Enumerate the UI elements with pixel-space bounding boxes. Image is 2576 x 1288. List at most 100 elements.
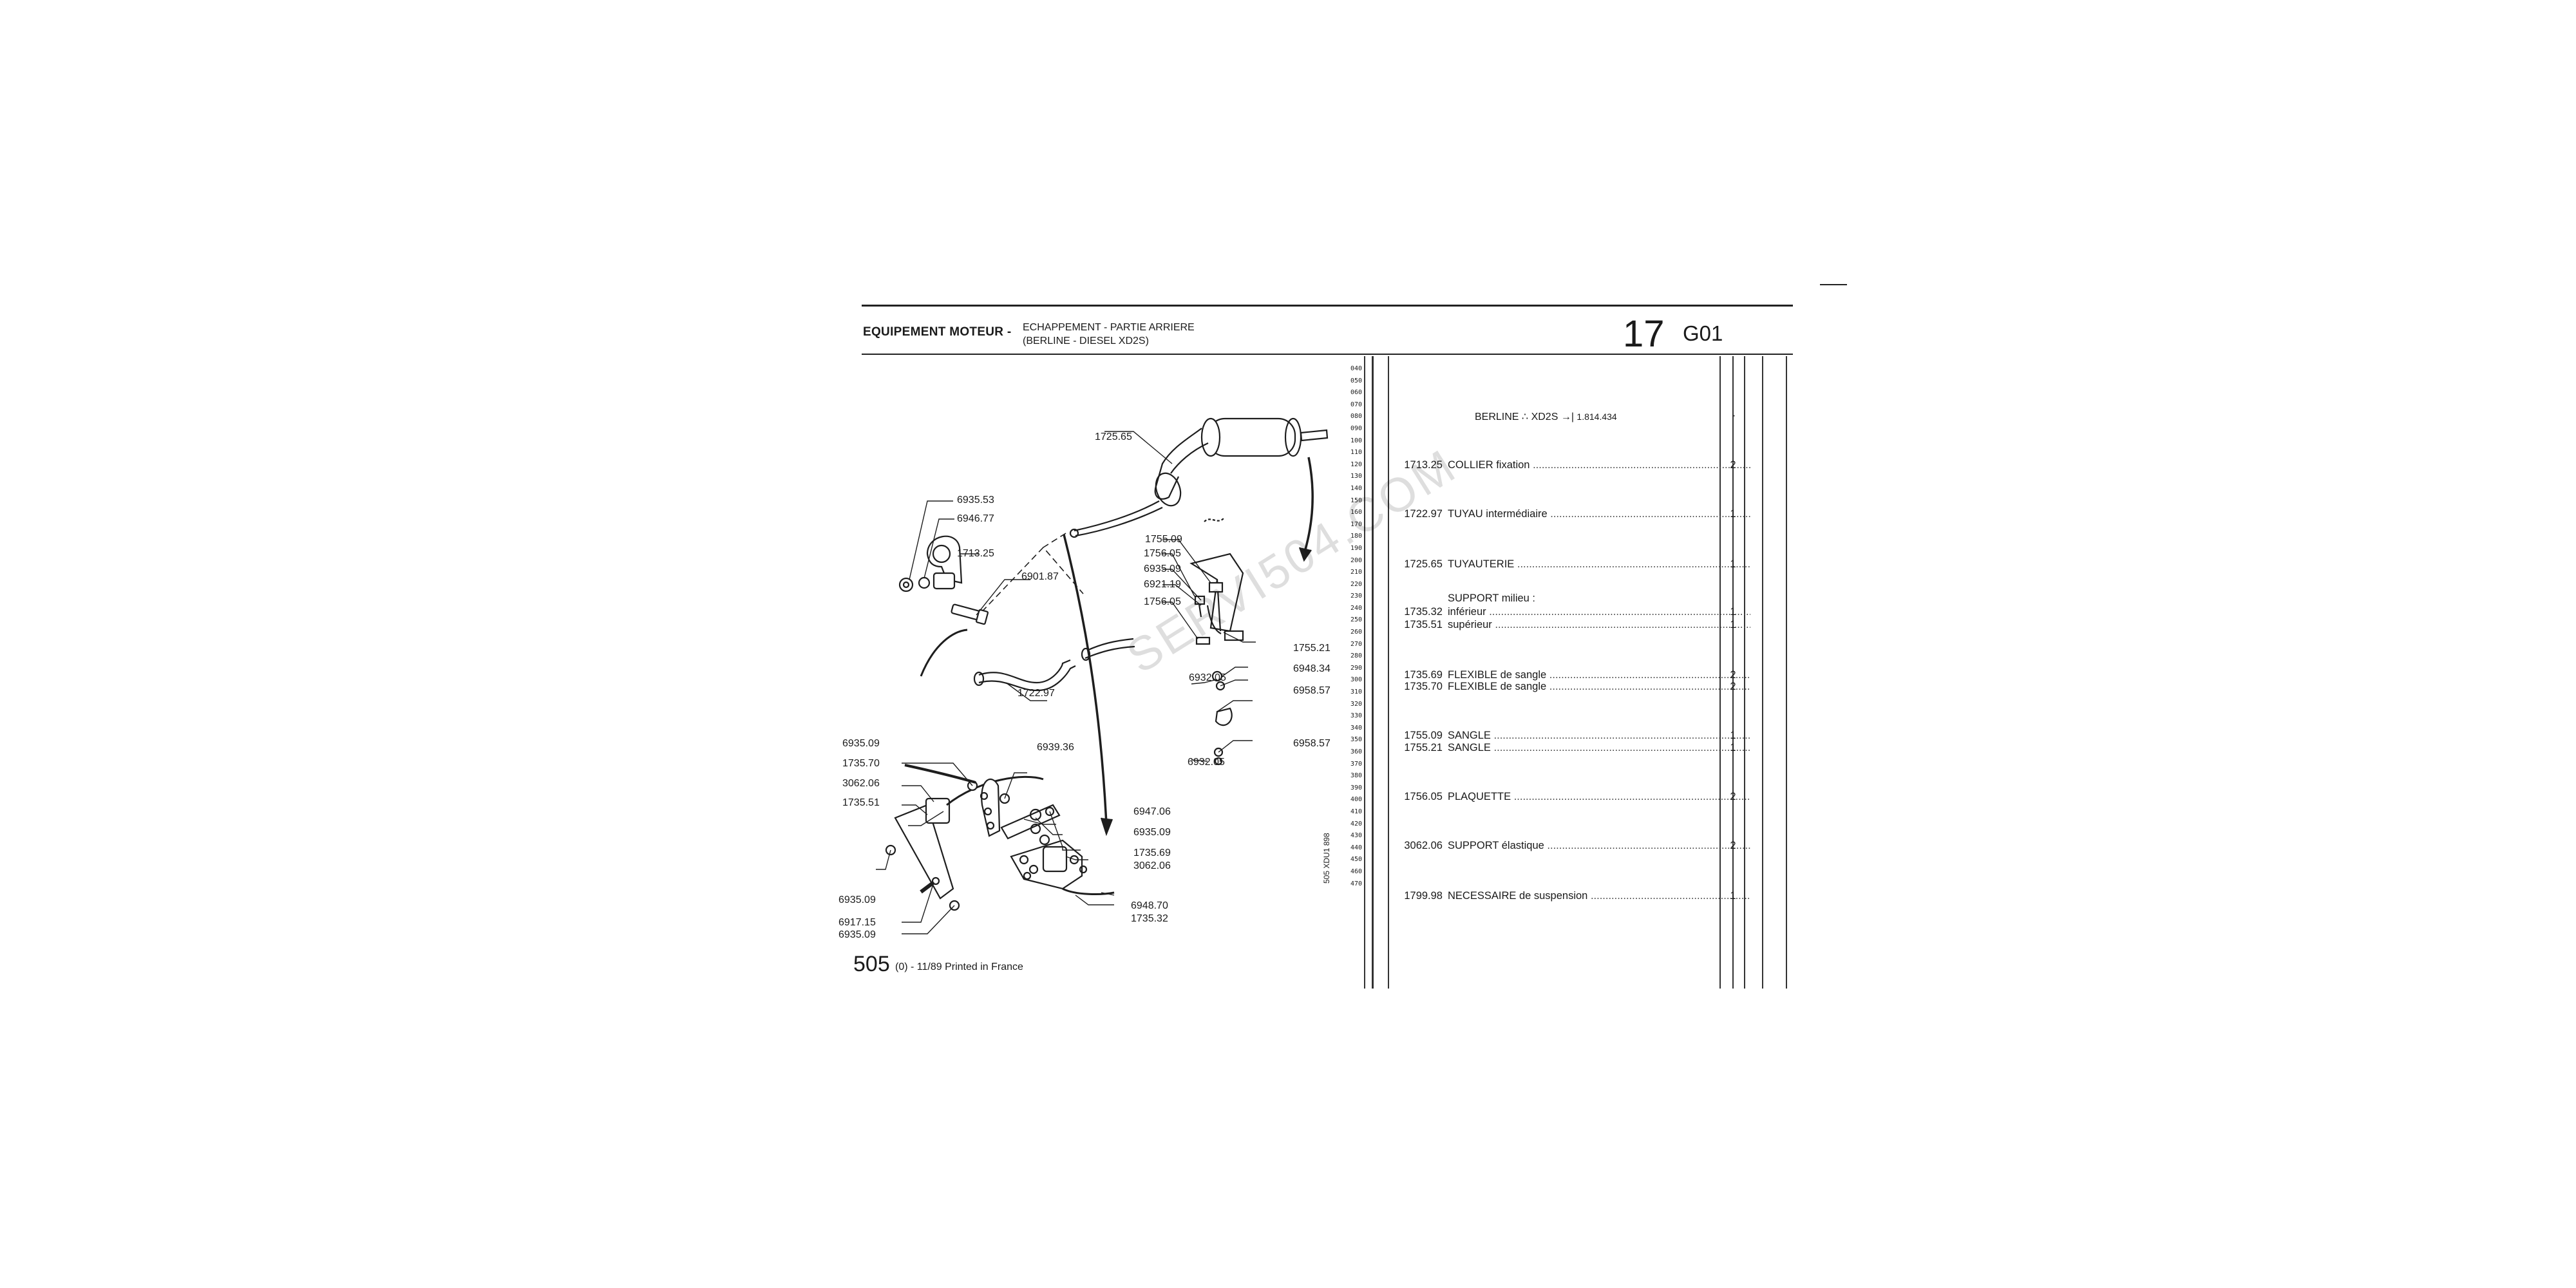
label-6935-53: 6935.53 — [957, 495, 994, 506]
scale-mark: 160 — [1350, 509, 1362, 516]
label-6921-19: 6921.19 — [1144, 579, 1181, 590]
part-quantity: 1 — [1730, 619, 1736, 630]
part-quantity: 2 — [1730, 669, 1736, 681]
scale-mark: 290 — [1350, 664, 1362, 672]
part-reference: 1755.21 — [1404, 742, 1443, 753]
part-quantity: 2 — [1730, 791, 1736, 802]
label-1735-69: 1735.69 — [1133, 848, 1171, 858]
section-title: EQUIPEMENT MOTEUR - — [863, 325, 1012, 339]
qty-rule-5 — [1786, 356, 1787, 989]
part-reference: 1725.65 — [1404, 558, 1443, 570]
parts-row: 1735.32inférieur1 — [1391, 605, 1736, 619]
part-description: FLEXIBLE de sangle — [1448, 668, 1750, 682]
exploded-diagram — [876, 417, 1329, 934]
scale-mark: 370 — [1350, 760, 1362, 768]
muffler — [1069, 417, 1329, 538]
application-model: BERLINE — [1475, 412, 1519, 422]
label-1722-97: 1722.97 — [1018, 688, 1055, 699]
intermediate-pipe — [973, 638, 1135, 692]
part-quantity: 1 — [1730, 606, 1736, 618]
clamp — [898, 535, 963, 592]
part-description: supérieur — [1448, 618, 1750, 632]
scale-mark: 180 — [1350, 533, 1362, 540]
label-6935-09-c: 6935.09 — [1133, 827, 1171, 838]
scale-mark: 140 — [1350, 484, 1362, 492]
label-6946-77: 6946.77 — [957, 513, 994, 524]
serial-arrow-icon: →| — [1560, 412, 1574, 422]
header-rule — [862, 354, 1793, 355]
label-1735-51: 1735.51 — [842, 797, 880, 808]
scale-mark: 040 — [1350, 365, 1362, 372]
strap-line-1735-70 — [904, 764, 976, 784]
part-description: inférieur — [1448, 605, 1750, 619]
label-6917-15: 6917.15 — [838, 917, 876, 928]
page-number: 505 — [853, 952, 890, 976]
top-rule — [862, 305, 1793, 307]
part-description: TUYAUTERIE — [1448, 557, 1750, 571]
scale-mark: 320 — [1350, 700, 1362, 708]
scale-mark: 090 — [1350, 424, 1362, 432]
label-6948-34: 6948.34 — [1293, 663, 1331, 674]
group-code: G01 — [1683, 321, 1723, 345]
label-6958-57-b: 6958.57 — [1293, 738, 1331, 749]
part-description: SUPPORT milieu : — [1448, 592, 1536, 604]
scale-mark: 150 — [1350, 497, 1362, 504]
label-1755-21: 1755.21 — [1293, 643, 1331, 654]
scale-mark: 350 — [1350, 736, 1362, 744]
part-description: NECESSAIRE de suspension — [1448, 889, 1750, 903]
part-quantity: 1 — [1730, 890, 1736, 902]
application-engine: XD2S — [1531, 412, 1558, 422]
part-reference: 1735.51 — [1404, 619, 1443, 630]
parts-row: 1755.09SANGLE1 — [1391, 728, 1736, 743]
bolt — [951, 603, 989, 625]
label-6948-70: 6948.70 — [1131, 900, 1168, 911]
part-quantity: 2 — [1730, 840, 1736, 851]
scale-mark: 070 — [1350, 401, 1362, 408]
part-quantity: 1 — [1730, 508, 1736, 520]
arrow-to-mount — [1063, 534, 1108, 825]
label-1725-65: 1725.65 — [1095, 431, 1132, 442]
scale-mark: 440 — [1350, 844, 1362, 851]
part-quantity: 1 — [1730, 742, 1736, 753]
scale-mark: 400 — [1350, 796, 1362, 804]
scale-mark: 200 — [1350, 556, 1362, 564]
scale-mark: 190 — [1350, 544, 1362, 552]
part-reference: 1799.98 — [1404, 890, 1443, 902]
label-6939-36: 6939.36 — [1037, 742, 1074, 753]
lower-mount — [885, 775, 1115, 911]
scale-mark: 220 — [1350, 580, 1362, 588]
part-description: COLLIER fixation — [1448, 458, 1750, 472]
label-3062-06-a: 3062.06 — [842, 778, 880, 789]
label-6935-09-a: 6935.09 — [1144, 564, 1181, 574]
parts-row: 1755.21SANGLE1 — [1391, 741, 1736, 755]
scale-mark: 130 — [1350, 473, 1362, 480]
application-serial: 1.814.434 — [1577, 412, 1617, 422]
label-1755-09: 1755.09 — [1145, 534, 1182, 545]
label-3062-06-b: 3062.06 — [1133, 860, 1171, 871]
qty-rule-4 — [1762, 356, 1763, 989]
engine-icon: ∴ — [1521, 412, 1529, 422]
part-reference: 1735.69 — [1404, 669, 1443, 681]
label-6932-05-a: 6932.05 — [1189, 672, 1226, 683]
upper-mount — [1189, 518, 1244, 766]
label-1756-05-b: 1756.05 — [1144, 596, 1181, 607]
part-description: TUYAU intermédiaire — [1448, 507, 1750, 521]
scale-mark: 240 — [1350, 604, 1362, 612]
edge-mark — [1820, 284, 1847, 285]
scale-mark: 270 — [1350, 640, 1362, 648]
hanger-curve-left — [920, 629, 968, 677]
parts-row: 1735.51supérieur1 — [1391, 618, 1736, 632]
scale-mark: 430 — [1350, 832, 1362, 840]
scale-mark: 280 — [1350, 652, 1362, 660]
scale-mark: 310 — [1350, 688, 1362, 696]
label-1756-05-a: 1756.05 — [1144, 548, 1181, 559]
part-reference: 1713.25 — [1404, 459, 1443, 471]
scale-mark: 080 — [1350, 413, 1362, 421]
label-6947-06: 6947.06 — [1133, 806, 1171, 817]
